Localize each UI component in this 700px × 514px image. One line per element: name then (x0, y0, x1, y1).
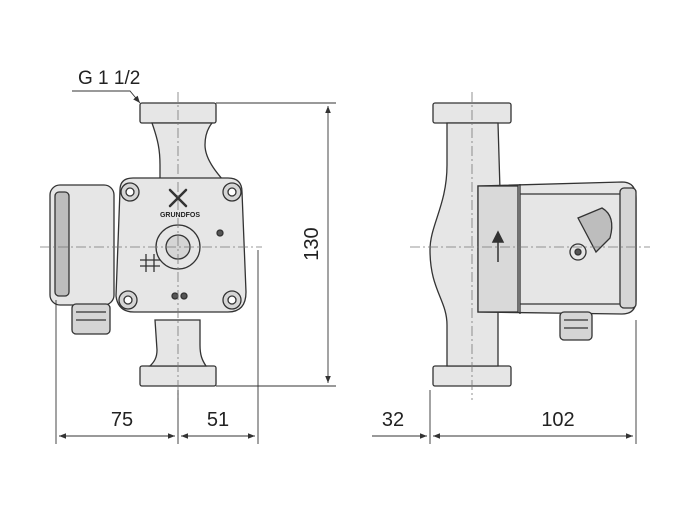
depth-back-label: 102 (541, 409, 574, 431)
right-width-label: 51 (207, 409, 229, 431)
pipe-body (151, 122, 234, 191)
front-view (49, 102, 247, 387)
cable-gland (71, 303, 111, 335)
grundfos-logo-icon (168, 188, 188, 208)
brand-text: GRUNDFOS (160, 212, 200, 219)
flow-arrow-icon (491, 230, 505, 262)
depth-front-label: 32 (382, 409, 404, 431)
height-label: 130 (301, 227, 323, 260)
thread-leader (72, 90, 141, 104)
side-centrelines (410, 92, 650, 400)
speed-knob-icon (577, 207, 613, 254)
left-width-label: 75 (111, 409, 133, 431)
side-cable-gland (559, 311, 593, 341)
side-view (429, 102, 637, 387)
front-centrelines (40, 92, 262, 400)
thread-label: G 1 1/2 (78, 68, 140, 89)
dimension-lines (55, 90, 637, 444)
